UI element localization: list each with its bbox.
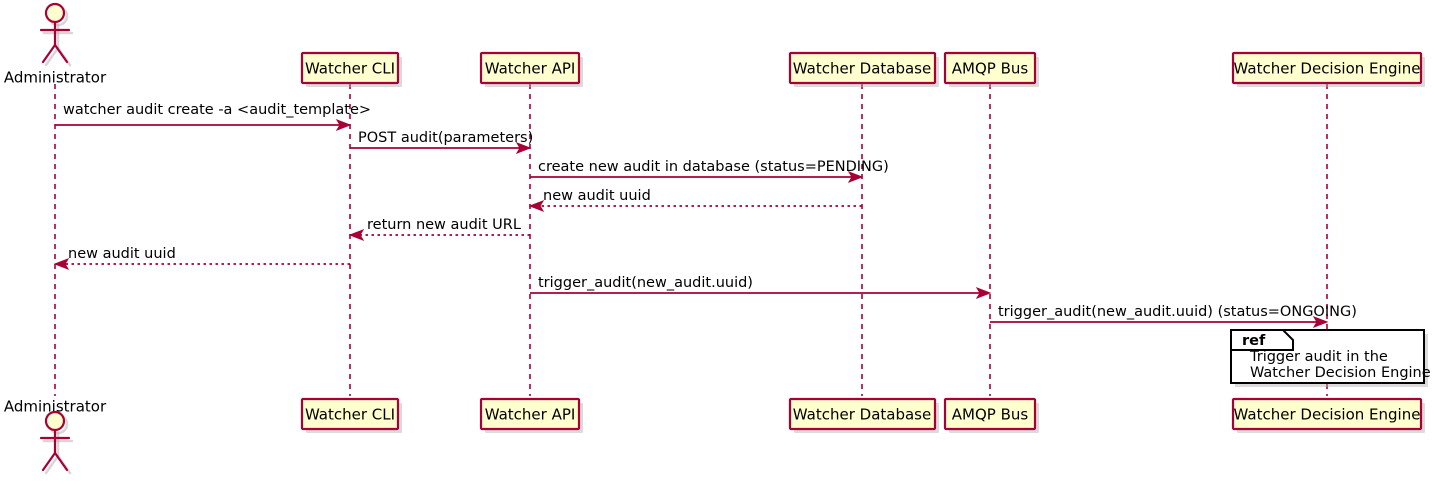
participant-box[interactable] (943, 51, 1037, 85)
message-7-arrowhead (975, 287, 992, 299)
message-1-label: watcher audit create -a <audit_template> (63, 102, 371, 118)
ref-operator-label: ref (1242, 333, 1266, 349)
actor-leg-right-icon (53, 451, 69, 472)
ref-body-line-1: Trigger audit in the (1249, 349, 1388, 365)
participant-label-amqp-bus-bottom: AMQP Bus (952, 406, 1029, 424)
participant-label-watcher-decision-engine-bottom: Watcher Decision Engine (1234, 406, 1421, 424)
participant-box[interactable] (788, 51, 937, 85)
actor-label-administrator-bottom: Administrator (4, 398, 107, 416)
message-2[interactable]: POST audit(parameters) (350, 130, 533, 154)
message-8-label: trigger_audit(new_audit.uuid) (status=ON… (998, 304, 1357, 320)
participant-label-watcher-api-top: Watcher API (485, 60, 576, 78)
message-5-arrowhead (348, 229, 365, 241)
message-6-arrowhead (53, 258, 70, 270)
participant-box[interactable] (479, 51, 581, 85)
message-1[interactable]: watcher audit create -a <audit_template> (55, 102, 371, 131)
actor-administrator-top[interactable]: Administrator (4, 2, 107, 87)
participant-label-watcher-decision-engine-top: Watcher Decision Engine (1234, 60, 1421, 78)
actor-label-administrator-top: Administrator (4, 69, 107, 87)
message-3-label: create new audit in database (status=PEN… (538, 159, 889, 175)
participant-watcher-cli-top[interactable]: Watcher CLI (300, 51, 402, 87)
participant-box[interactable] (479, 397, 581, 431)
participant-box[interactable] (1231, 51, 1423, 85)
message-7-label: trigger_audit(new_audit.uuid) (538, 275, 753, 291)
participant-watcher-cli-bottom[interactable]: Watcher CLI (300, 397, 402, 433)
message-2-arrowhead (515, 142, 532, 154)
message-7[interactable]: trigger_audit(new_audit.uuid) (530, 275, 992, 299)
ref-fragment[interactable]: ref Trigger audit in the Watcher Decisio… (1230, 329, 1431, 387)
participant-watcher-database-bottom[interactable]: Watcher Database (788, 397, 939, 433)
participant-box[interactable] (300, 51, 400, 85)
participant-label-watcher-api-bottom: Watcher API (485, 406, 576, 424)
message-8-arrowhead (1312, 316, 1329, 328)
participant-box[interactable] (788, 397, 937, 431)
ref-body-line-2: Watcher Decision Engine (1250, 365, 1431, 381)
message-3[interactable]: create new audit in database (status=PEN… (530, 159, 889, 183)
message-8[interactable]: trigger_audit(new_audit.uuid) (status=ON… (990, 304, 1357, 328)
actor-administrator-bottom[interactable]: Administrator (4, 398, 107, 475)
participant-label-watcher-database-bottom: Watcher Database (793, 406, 931, 424)
message-4-label: new audit uuid (543, 188, 651, 204)
message-4[interactable]: new audit uuid (528, 188, 862, 212)
actor-head-icon (44, 2, 66, 24)
message-5[interactable]: return new audit URL (348, 217, 530, 241)
actor-leg-left-icon (41, 451, 57, 472)
participant-box[interactable] (300, 397, 400, 431)
participant-label-amqp-bus-top: AMQP Bus (952, 60, 1029, 78)
message-6[interactable]: new audit uuid (53, 246, 350, 270)
participant-label-watcher-cli-top: Watcher CLI (305, 60, 395, 78)
participant-watcher-decision-engine-top[interactable]: Watcher Decision Engine (1231, 51, 1425, 87)
message-1-arrowhead (335, 119, 352, 131)
lifelines-group (54, 84, 1328, 396)
actor-leg-right-icon (53, 43, 69, 64)
message-6-label: new audit uuid (68, 246, 176, 262)
participant-amqp-bus-top[interactable]: AMQP Bus (943, 51, 1039, 87)
participant-watcher-database-top[interactable]: Watcher Database (788, 51, 939, 87)
participant-label-watcher-cli-bottom: Watcher CLI (305, 406, 395, 424)
message-5-label: return new audit URL (367, 217, 521, 233)
ref-tab-shape (1230, 329, 1294, 351)
participant-box[interactable] (1231, 397, 1423, 431)
actor-leg-left-icon (41, 43, 57, 64)
participant-watcher-decision-engine-bottom[interactable]: Watcher Decision Engine (1231, 397, 1425, 433)
participant-box[interactable] (943, 397, 1037, 431)
message-3-arrowhead (847, 171, 864, 183)
actor-head-icon (44, 410, 66, 432)
message-2-label: POST audit(parameters) (358, 130, 533, 146)
participant-label-watcher-database-top: Watcher Database (793, 60, 931, 78)
participant-amqp-bus-bottom[interactable]: AMQP Bus (943, 397, 1039, 433)
participant-watcher-api-bottom[interactable]: Watcher API (479, 397, 583, 433)
participant-watcher-api-top[interactable]: Watcher API (479, 51, 583, 87)
message-4-arrowhead (528, 200, 545, 212)
